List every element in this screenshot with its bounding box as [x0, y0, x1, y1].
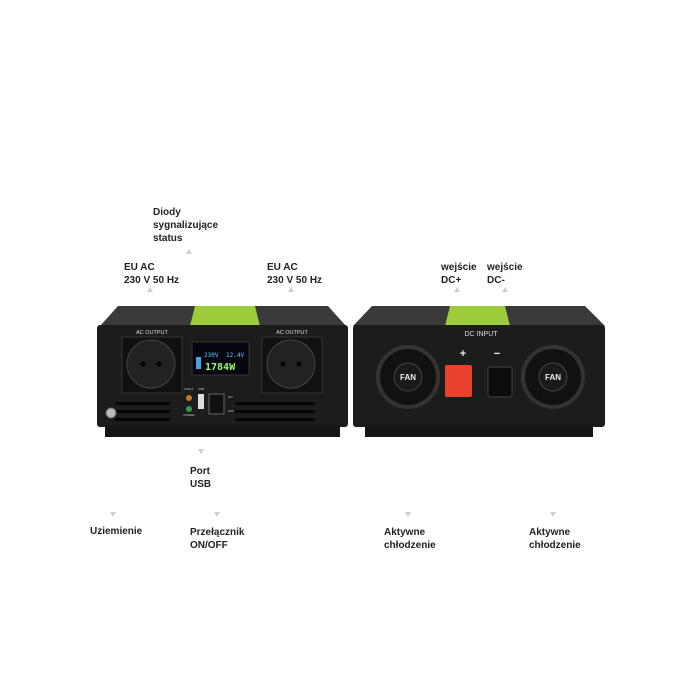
- callout-cooling-left: Aktywne chłodzenie: [384, 527, 436, 551]
- callout-dc-minus: wejście DC-: [487, 262, 523, 286]
- callout-grounding: Uziemienie: [90, 526, 143, 537]
- ac-socket-right[interactable]: [261, 336, 323, 394]
- callout-cooling-right: Aktywne chłodzenie: [529, 527, 581, 551]
- usb-port[interactable]: [198, 394, 204, 409]
- svg-text:POWER: POWER: [183, 413, 195, 417]
- fan-right: FAN: [521, 345, 585, 409]
- ac-output-label-right: AC OUTPUT: [276, 330, 308, 336]
- callout-dc-plus: wejście DC+: [441, 262, 477, 286]
- svg-text:USB: USB: [198, 387, 204, 391]
- callout-eu-ac-left: EU AC 230 V 50 Hz: [124, 262, 180, 286]
- callout-status-leds: Diody sygnalizujące status: [153, 207, 219, 244]
- fault-led: [186, 395, 192, 401]
- power-led: [186, 406, 192, 412]
- fan-left: FAN: [376, 345, 440, 409]
- svg-text:1784W: 1784W: [205, 362, 236, 373]
- ac-output-label-left: AC OUTPUT: [136, 330, 168, 336]
- callout-eu-ac-right: EU AC 230 V 50 Hz: [267, 262, 323, 286]
- svg-text:OFF: OFF: [228, 409, 234, 413]
- callout-usb-port: Port USB: [190, 466, 212, 490]
- svg-text:FAN: FAN: [545, 373, 561, 382]
- svg-text:ON: ON: [228, 395, 233, 399]
- svg-text:230V: 230V: [204, 352, 219, 359]
- ac-socket-left[interactable]: [121, 336, 183, 394]
- dc-input-label: DC INPUT: [464, 331, 498, 338]
- callout-switch: Przełącznik ON/OFF: [190, 527, 245, 551]
- svg-text:+: +: [460, 348, 466, 360]
- power-switch[interactable]: [208, 393, 225, 415]
- inverter-front-view: AC OUTPUT AC OUTPUT 230V 12.4V 1784W FAU…: [97, 306, 348, 437]
- inverter-rear-view: DC INPUT + − FAN FAN: [353, 306, 605, 437]
- ground-terminal[interactable]: [105, 407, 117, 419]
- svg-text:−: −: [494, 348, 500, 360]
- lcd-display: 230V 12.4V 1784W: [191, 341, 250, 376]
- svg-text:FAN: FAN: [400, 373, 416, 382]
- dc-plus-terminal[interactable]: [445, 365, 472, 397]
- callout-pointers: [110, 249, 556, 517]
- dc-minus-terminal[interactable]: [487, 366, 513, 398]
- svg-text:12.4V: 12.4V: [226, 352, 244, 359]
